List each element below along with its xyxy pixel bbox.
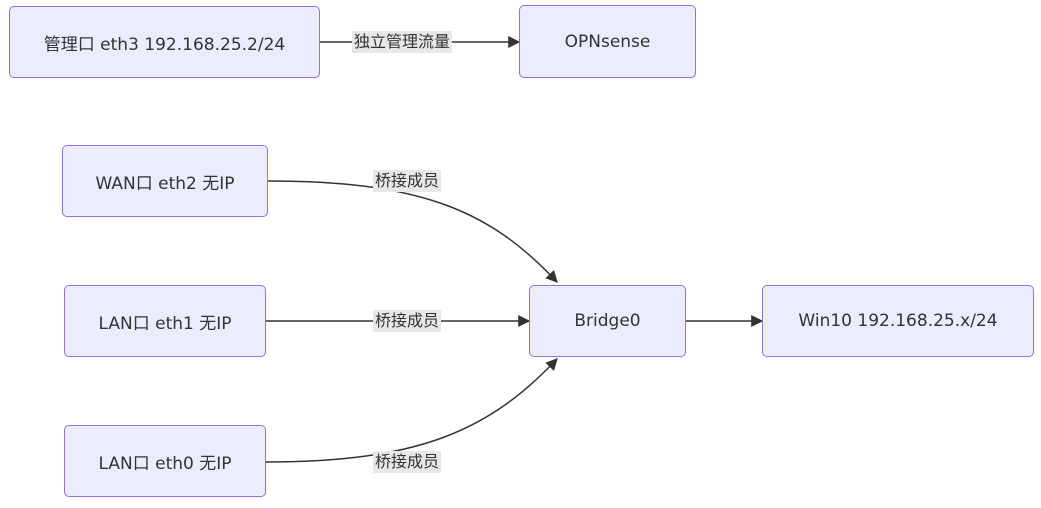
lan0-port-label: LAN口 eth0 无IP [98, 453, 232, 474]
win10-node: Win10 192.168.25.x/24 [762, 285, 1034, 357]
mgmt-port-node: 管理口 eth3 192.168.25.2/24 [9, 6, 320, 78]
lan1-port-label: LAN口 eth1 无IP [98, 313, 232, 334]
opnsense-label: OPNsense [564, 31, 651, 52]
bridge-node: Bridge0 [529, 285, 686, 357]
bridge-label: Bridge0 [574, 311, 641, 331]
wan-port-label: WAN口 eth2 无IP [95, 173, 235, 194]
mgmt-port-label: 管理口 eth3 192.168.25.2/24 [43, 34, 286, 55]
edge-wan-to-bridge [267, 180, 558, 283]
wan-port-node: WAN口 eth2 无IP [62, 145, 268, 217]
edge-label-lan0-bridge-member: 桥接成员 [373, 451, 442, 473]
edge-label-lan1-bridge-member: 桥接成员 [373, 310, 442, 332]
edge-label-mgmt-traffic: 独立管理流量 [352, 31, 453, 53]
lan0-port-node: LAN口 eth0 无IP [64, 425, 266, 497]
win10-label: Win10 192.168.25.x/24 [798, 311, 998, 331]
lan1-port-node: LAN口 eth1 无IP [64, 285, 266, 357]
edge-lan0-to-bridge [265, 358, 558, 463]
edge-label-wan-bridge-member: 桥接成员 [373, 170, 442, 192]
opnsense-node: OPNsense [519, 5, 696, 78]
